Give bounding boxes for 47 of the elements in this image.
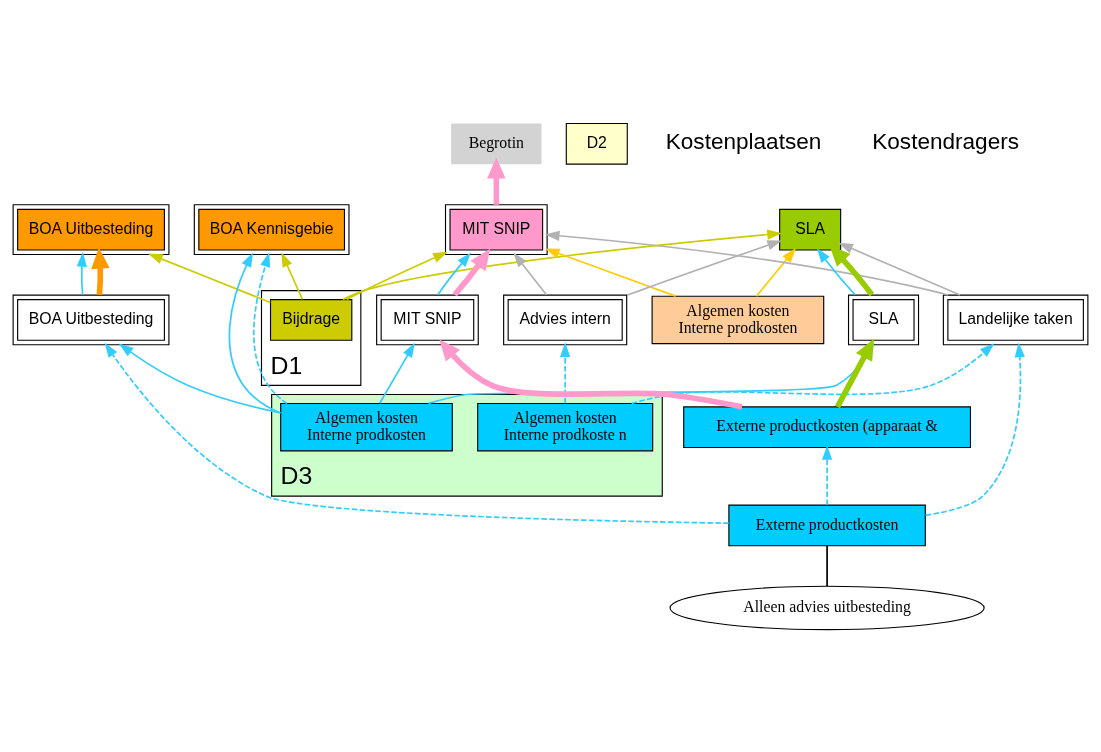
arrow	[452, 248, 491, 297]
node-ellipse: Alleen advies uitbesteding	[669, 585, 985, 630]
arrow	[118, 343, 282, 414]
label: Kostendragers	[872, 128, 1019, 154]
node-box: Externe productkosten	[728, 504, 926, 546]
node-box: Advies intern	[503, 294, 628, 345]
arrow	[437, 252, 472, 296]
arrow	[281, 251, 304, 300]
node-box: BOA Uitbesteding	[12, 294, 170, 345]
arrow	[544, 230, 949, 296]
arrow	[755, 247, 796, 297]
arrow	[91, 246, 110, 295]
node-box: MIT SNIP	[444, 203, 548, 255]
node-box: D2	[565, 122, 628, 165]
node-box: BOA Uitbesteding	[12, 203, 170, 255]
arrow	[439, 338, 743, 410]
node-box: SLA	[847, 294, 920, 345]
node-box: Begrotin	[451, 123, 542, 164]
arrow	[829, 244, 875, 296]
node-box: Bijdrage	[269, 298, 353, 341]
arrow	[76, 251, 87, 296]
node-box: Algemen kosten Interne prodkosten	[280, 402, 453, 451]
node-box: BOA Kennisgebie	[193, 203, 350, 255]
node-box: Externe productkosten (apparaat &	[683, 405, 972, 448]
arrow	[378, 342, 415, 404]
arrow	[544, 248, 677, 297]
node-box: Landelijke taken	[942, 294, 1089, 345]
arrow	[626, 239, 782, 296]
label: Kostenplaatsen	[665, 128, 822, 154]
node-box: MIT SNIP	[376, 294, 479, 345]
arrow	[821, 444, 833, 506]
arrow	[513, 251, 548, 296]
arrow	[924, 341, 1025, 516]
arrow	[487, 156, 506, 205]
connector	[826, 544, 828, 587]
arrow	[345, 251, 448, 300]
node-box: SLA	[779, 208, 842, 251]
node-box: Algemen kosten Interne prodkoste n	[477, 402, 654, 451]
arrow	[816, 247, 856, 296]
arrow	[228, 251, 282, 414]
arrow	[342, 228, 782, 300]
arrow	[104, 342, 730, 524]
arrow	[838, 242, 961, 296]
node-box: Algemen kosten Interne prodkosten	[651, 295, 825, 344]
arrow	[148, 253, 272, 303]
arrow	[560, 341, 571, 404]
arrow	[252, 251, 288, 404]
